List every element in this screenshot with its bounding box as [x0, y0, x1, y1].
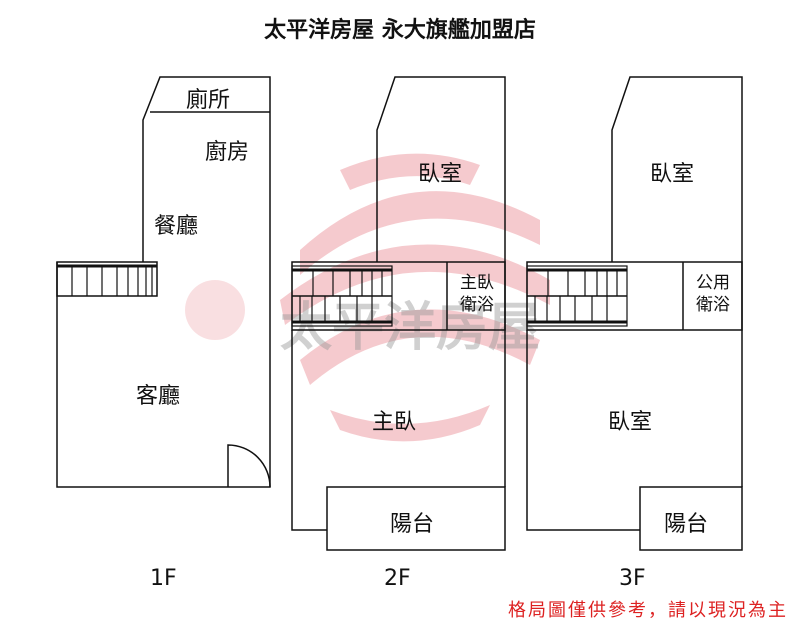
room-bedroom-3f-upper: 臥室	[650, 162, 695, 187]
floor-2f-walls	[291, 76, 506, 551]
room-bedroom-2f: 臥室	[418, 162, 463, 187]
label-bath: 衛浴	[460, 295, 494, 315]
room-kitchen-1f: 廚房	[205, 140, 250, 165]
label-master: 主臥	[460, 273, 494, 293]
room-balcony-3f: 陽台	[664, 512, 709, 537]
room-dining-1f: 餐廳	[154, 214, 199, 239]
floor-label-1f: 1F	[150, 566, 177, 591]
label-bath: 衛浴	[696, 295, 730, 315]
watermark-text: 太平洋房屋	[280, 298, 540, 358]
room-master-bedroom-2f: 主臥	[372, 410, 417, 435]
floor-label-2f: 2F	[384, 566, 411, 591]
watermark-logo	[185, 153, 550, 442]
label-public: 公用	[696, 273, 730, 293]
room-master-bath-2f: 主臥衛浴	[452, 272, 502, 316]
floor-label-3f: 3F	[619, 566, 646, 591]
disclaimer: 格局圖僅供參考，請以現況為主	[508, 600, 788, 621]
floor-3f-walls	[526, 76, 743, 551]
door-arc	[227, 444, 271, 488]
room-living-1f: 客廳	[136, 384, 181, 409]
room-balcony-2f: 陽台	[390, 512, 435, 537]
floor-1f-walls	[56, 76, 271, 488]
room-toilet-1f: 廁所	[186, 88, 231, 113]
page-title: 太平洋房屋 永大旗艦加盟店	[264, 17, 536, 43]
room-public-bath-3f: 公用衛浴	[687, 272, 739, 316]
room-bedroom-3f-lower: 臥室	[608, 410, 653, 435]
